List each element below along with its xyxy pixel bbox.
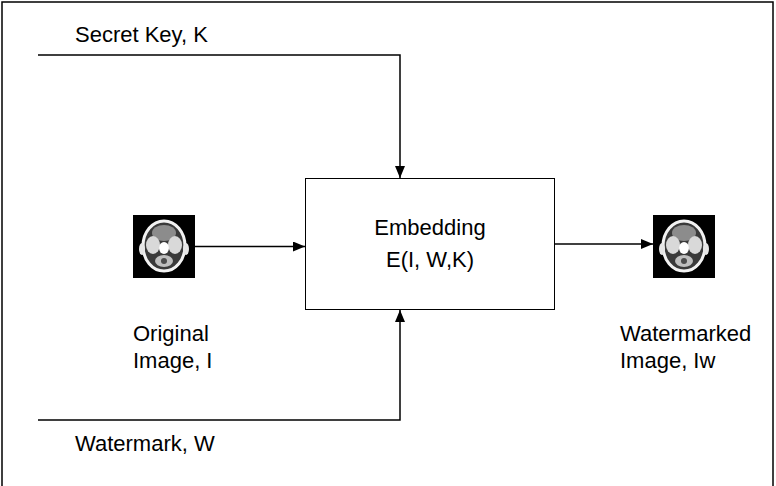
key-input-line: [38, 55, 400, 178]
image-node: Original Image, I: [133, 215, 195, 278]
process-box: Embedding E(I, W,K): [305, 178, 555, 310]
watermark-input-line: [38, 310, 400, 420]
ct-image-watermarked: [653, 215, 715, 278]
image-node: Watermarked Image, Iw: [653, 215, 715, 278]
flow-arrow: [195, 246, 305, 248]
flow-arrow: [555, 243, 653, 245]
image-caption: Watermarked Image, Iw: [620, 320, 770, 374]
input-label: Watermark, W: [75, 431, 215, 457]
box-title: Embedding E(I, W,K): [360, 212, 500, 276]
image-caption: Original Image, I: [133, 320, 245, 374]
ct-image-original: [133, 215, 195, 278]
input-label: Secret Key, K: [75, 22, 208, 48]
